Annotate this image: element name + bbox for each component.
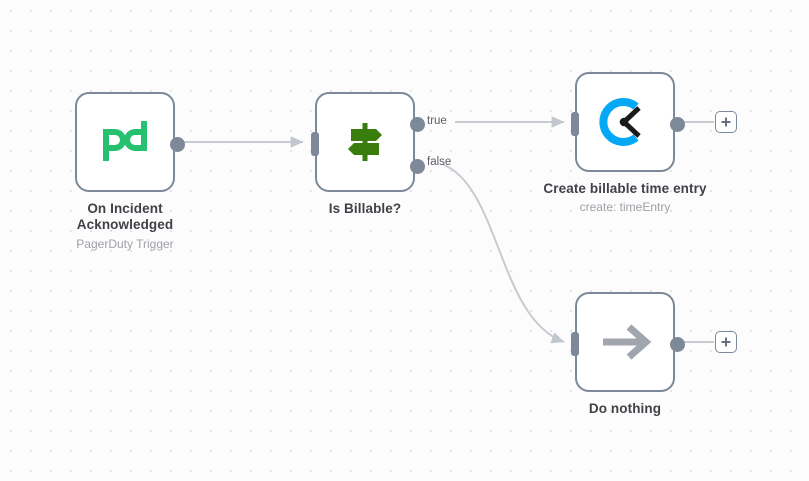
node-title: Create billable time entry (543, 181, 707, 196)
add-node-button-after-clockify[interactable] (715, 111, 737, 133)
input-port-noop[interactable] (571, 332, 579, 356)
plus-icon (721, 117, 731, 127)
node-pagerduty-trigger[interactable] (75, 92, 185, 192)
node-noop-do-nothing[interactable] (571, 292, 685, 392)
node-subtitle: create: timeEntry (579, 200, 671, 215)
add-node-button-after-noop[interactable] (715, 331, 737, 353)
input-port-clockify[interactable] (571, 112, 579, 136)
input-port-switch[interactable] (311, 132, 319, 156)
output-label-true: true (427, 115, 447, 127)
arrow-right-icon (577, 294, 673, 390)
node-title: On Incident Acknowledged (76, 201, 174, 233)
output-port-true[interactable] (410, 116, 425, 132)
output-label-false: false (427, 156, 452, 168)
node-clockify-create-entry[interactable] (571, 72, 685, 172)
plus-icon (721, 337, 731, 347)
output-port-clockify[interactable] (670, 116, 685, 132)
caption-clockify-create-entry: Create billable time entry create: timeE… (540, 181, 710, 215)
caption-pagerduty-trigger: On Incident Acknowledged PagerDuty Trigg… (45, 201, 205, 252)
caption-switch-is-billable: Is Billable? (295, 201, 435, 217)
pagerduty-logo-icon (77, 94, 173, 190)
node-title: Is Billable? (328, 201, 402, 216)
node-switch-is-billable[interactable] (311, 92, 425, 192)
node-subtitle: PagerDuty Trigger (76, 236, 174, 251)
output-port-trigger[interactable] (170, 136, 185, 152)
output-port-noop[interactable] (670, 336, 685, 352)
output-port-false[interactable] (410, 158, 425, 174)
clockify-logo-icon (577, 74, 673, 170)
node-title: Do nothing (588, 401, 662, 416)
signpost-icon (317, 94, 413, 190)
caption-noop-do-nothing: Do nothing (555, 401, 695, 417)
